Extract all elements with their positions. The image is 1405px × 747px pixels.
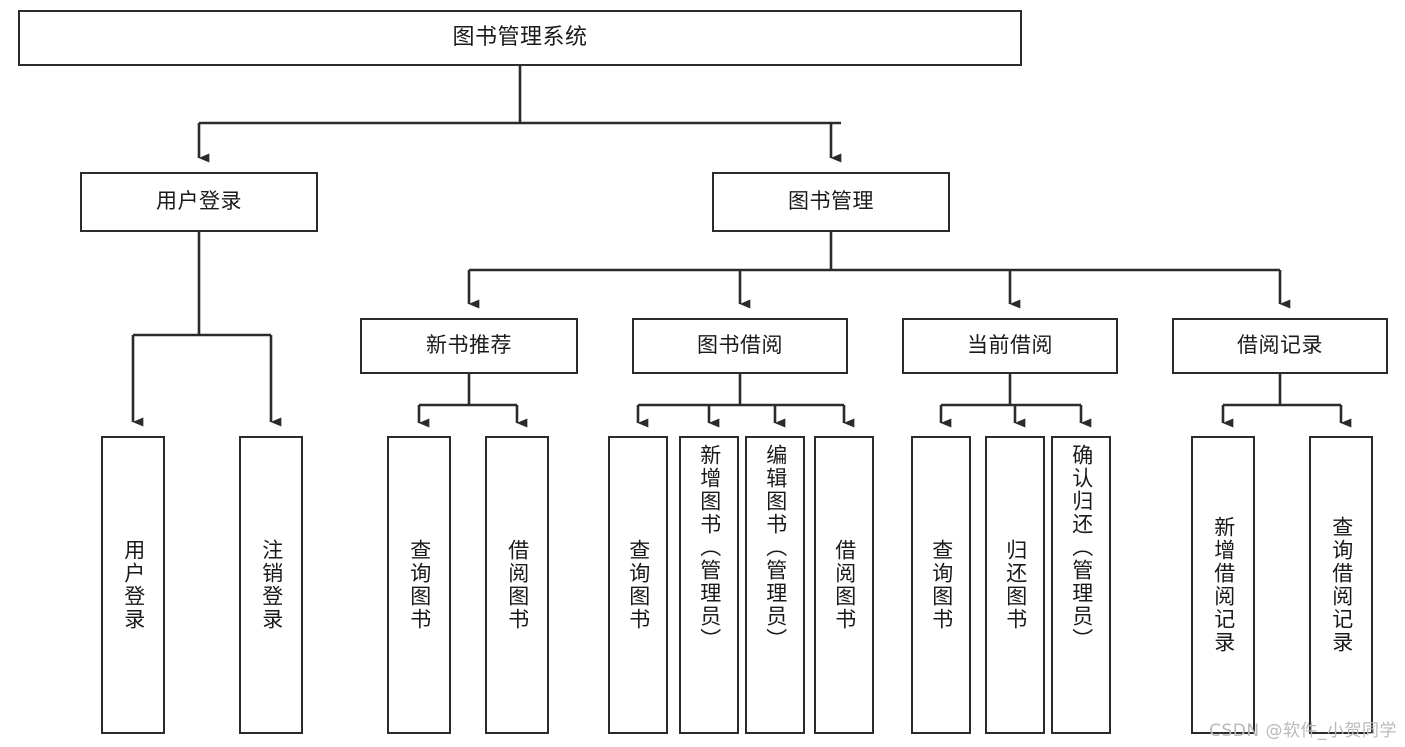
node-user-login[interactable]: 用户登录 <box>80 172 318 232</box>
node-new-book-recommend[interactable]: 新书推荐 <box>360 318 578 374</box>
node-book-manage[interactable]: 图书管理 <box>712 172 950 232</box>
node-label: 新书推荐 <box>426 333 512 358</box>
node-leaf-user-login[interactable]: 用户登录 <box>101 436 165 734</box>
node-label: 查询图书 <box>626 539 651 631</box>
node-borrow-record[interactable]: 借阅记录 <box>1172 318 1388 374</box>
node-label: 当前借阅 <box>967 333 1053 358</box>
node-leaf-add-borrow-record[interactable]: 新增借阅记录 <box>1191 436 1255 734</box>
node-label: 查询借阅记录 <box>1329 516 1354 654</box>
node-leaf-query-book-current[interactable]: 查询图书 <box>911 436 971 734</box>
node-label: 注销登录 <box>259 539 284 631</box>
node-leaf-add-book-admin[interactable]: 新增图书（管理员） <box>679 436 739 734</box>
node-label: 新增借阅记录 <box>1211 516 1236 654</box>
node-leaf-confirm-return-admin[interactable]: 确认归还（管理员） <box>1051 436 1111 734</box>
node-leaf-borrow-book-borrow[interactable]: 借阅图书 <box>814 436 874 734</box>
node-label: 确认归还（管理员） <box>1069 444 1094 651</box>
node-label: 编辑图书（管理员） <box>763 444 788 651</box>
node-leaf-query-borrow-record[interactable]: 查询借阅记录 <box>1309 436 1373 734</box>
node-label: 借阅图书 <box>832 539 857 631</box>
node-label: 用户登录 <box>156 189 242 214</box>
node-root-book-management-system[interactable]: 图书管理系统 <box>18 10 1022 66</box>
node-label: 查询图书 <box>929 539 954 631</box>
node-label: 归还图书 <box>1003 539 1028 631</box>
node-label: 新增图书（管理员） <box>697 444 722 651</box>
node-label: 借阅记录 <box>1237 333 1323 358</box>
node-label: 图书借阅 <box>697 333 783 358</box>
node-leaf-user-logout[interactable]: 注销登录 <box>239 436 303 734</box>
node-current-borrow[interactable]: 当前借阅 <box>902 318 1118 374</box>
node-leaf-borrow-book-recommend[interactable]: 借阅图书 <box>485 436 549 734</box>
node-leaf-query-book-recommend[interactable]: 查询图书 <box>387 436 451 734</box>
node-label: 图书管理系统 <box>452 24 588 50</box>
watermark: CSDN @软件_小贺同学 <box>1209 721 1397 741</box>
node-leaf-edit-book-admin[interactable]: 编辑图书（管理员） <box>745 436 805 734</box>
node-leaf-return-book[interactable]: 归还图书 <box>985 436 1045 734</box>
node-label: 查询图书 <box>407 539 432 631</box>
node-label: 借阅图书 <box>505 539 530 631</box>
node-leaf-query-book-borrow[interactable]: 查询图书 <box>608 436 668 734</box>
node-label: 用户登录 <box>121 539 146 631</box>
node-book-borrow[interactable]: 图书借阅 <box>632 318 848 374</box>
node-label: 图书管理 <box>788 189 874 214</box>
